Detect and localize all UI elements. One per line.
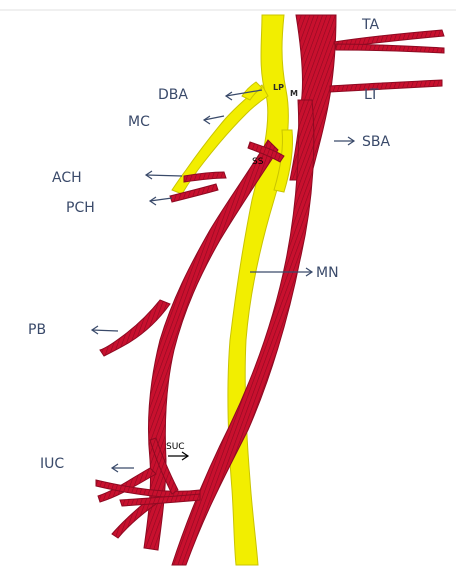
- arrow-suc: [168, 452, 188, 460]
- label-mc: MC: [128, 114, 150, 130]
- label-suc: SUC: [166, 442, 185, 452]
- arrow-mc: [204, 116, 224, 124]
- label-dba: DBA: [158, 87, 188, 103]
- label-ta: TA: [361, 17, 379, 33]
- label-ss: SS: [252, 157, 264, 167]
- label-mn: MN: [316, 265, 339, 281]
- arrow-pb: [92, 326, 118, 334]
- label-pb: PB: [28, 322, 46, 338]
- label-mp: M: [290, 89, 298, 98]
- arrow-mn: [250, 268, 312, 276]
- thoracoacromial-artery-branch: [336, 44, 444, 53]
- arrow-sba: [334, 137, 354, 145]
- lateral-thoracic-artery: [330, 80, 442, 92]
- label-sba: SBA: [362, 134, 390, 150]
- label-ach: ACH: [52, 170, 82, 186]
- label-pch: PCH: [66, 200, 95, 216]
- label-lp: LP: [273, 83, 284, 92]
- label-iuc: IUC: [40, 456, 64, 472]
- label-lt: LT: [364, 87, 379, 103]
- arrow-iuc: [112, 464, 134, 472]
- arrow-ach: [146, 171, 182, 179]
- arrow-pch: [150, 197, 172, 205]
